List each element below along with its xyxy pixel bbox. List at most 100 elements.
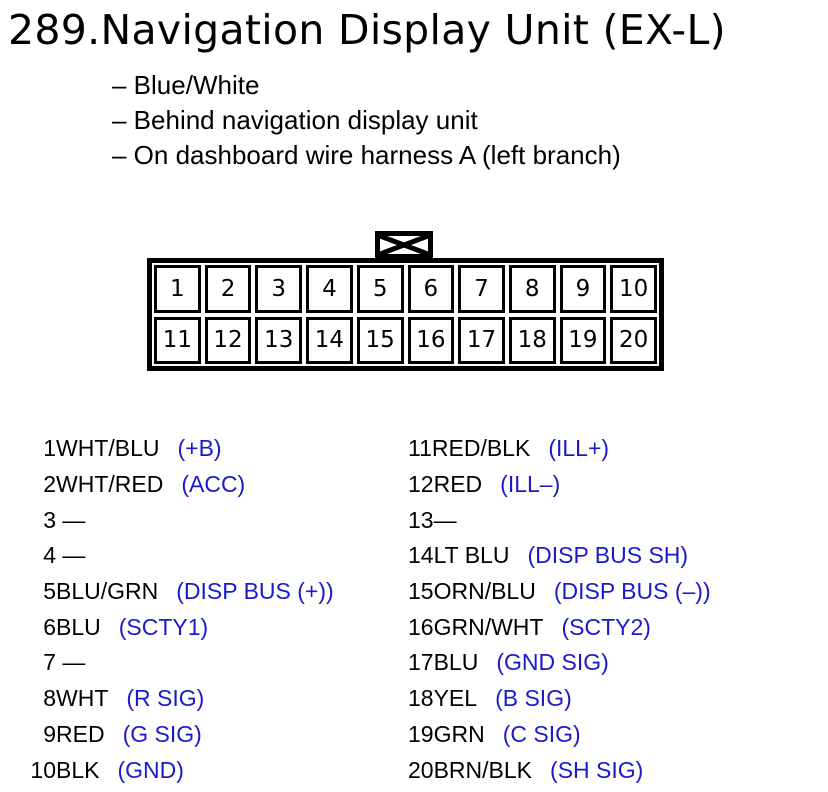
wire-color: ORN/BLU xyxy=(433,578,536,605)
connector-pin: 14 xyxy=(306,316,353,364)
connector-pin: 10 xyxy=(610,265,657,313)
signal-name: (ILL–) xyxy=(500,471,561,498)
wire-color: LT BLU xyxy=(433,542,510,569)
connector-pin: 11 xyxy=(154,316,201,364)
info-harness: – On dashboard wire harness A (left bran… xyxy=(112,140,621,170)
pin-number: 18 xyxy=(408,685,434,712)
pin-number: 17 xyxy=(408,649,434,676)
pin-number: 19 xyxy=(408,720,434,747)
pin-number: 6 xyxy=(43,613,56,640)
signal-name: (SCTY1) xyxy=(118,613,209,640)
connector-pin: 12 xyxy=(204,316,252,364)
wire-color: WHT xyxy=(56,685,109,712)
wire-color: BLU xyxy=(433,649,479,676)
connector-pin: 9 xyxy=(559,265,607,313)
connector-pin: 5 xyxy=(356,265,404,313)
pin-number: 20 xyxy=(408,756,434,783)
wire-color: RED xyxy=(433,471,483,498)
signal-name: (+B) xyxy=(177,435,222,462)
pin-number: 16 xyxy=(408,613,434,640)
pin-number: 14 xyxy=(408,542,434,569)
pinout-row: 7 — xyxy=(14,645,334,681)
info-location: – Behind navigation display unit xyxy=(112,105,478,135)
connector-pin: 8 xyxy=(508,265,556,313)
wire-color: RED xyxy=(56,720,105,747)
signal-name: (B SIG) xyxy=(495,685,572,712)
connector-pin: 18 xyxy=(508,316,556,364)
wire-color: WHT/RED xyxy=(56,471,164,498)
wire-color: — xyxy=(56,506,86,533)
pin-number: 15 xyxy=(408,578,434,605)
connector-pin: 20 xyxy=(610,316,657,364)
connector-pin: 19 xyxy=(559,316,607,364)
wire-color: BRN/BLK xyxy=(433,756,533,783)
wire-color: BLK xyxy=(56,756,100,783)
signal-name: (DISP BUS SH) xyxy=(527,542,689,569)
connector-pin: 13 xyxy=(255,316,303,364)
signal-name: (DISP BUS (+)) xyxy=(176,578,334,605)
pinout-row: 4 — xyxy=(14,538,334,574)
connector-latch-icon xyxy=(375,231,433,259)
wire-color: GRN xyxy=(433,720,485,747)
pin-number: 2 xyxy=(43,471,56,498)
pin-number: 11 xyxy=(408,435,432,462)
signal-name: (R SIG) xyxy=(126,685,205,712)
connector-pin: 6 xyxy=(407,265,455,313)
wire-color: — xyxy=(56,649,86,676)
pin-number: 8 xyxy=(43,685,56,712)
connector-pin: 7 xyxy=(458,265,505,313)
wire-color: YEL xyxy=(433,685,478,712)
wire-color: RED/BLK xyxy=(431,435,531,462)
connector-pin: 4 xyxy=(306,265,353,313)
signal-name: (GND SIG) xyxy=(496,649,609,676)
connector-pin: 15 xyxy=(356,316,404,364)
pin-number: 10 xyxy=(30,756,56,783)
signal-name: (ACC) xyxy=(181,471,246,498)
wire-color: — xyxy=(56,542,86,569)
signal-name: (DISP BUS (–)) xyxy=(553,578,711,605)
wire-color: BLU xyxy=(56,613,101,640)
pin-number: 3 xyxy=(43,506,56,533)
pin-number: 7 xyxy=(43,649,56,676)
wire-color: WHT/BLU xyxy=(56,435,160,462)
connector-pin: 3 xyxy=(255,265,303,313)
signal-name: (G SIG) xyxy=(122,720,202,747)
signal-name: (GND) xyxy=(117,756,184,783)
info-color: – Blue/White xyxy=(112,70,260,100)
wire-color: — xyxy=(433,506,457,533)
connector-info: – Blue/White – Behind navigation display… xyxy=(112,68,621,173)
connector-pin: 16 xyxy=(407,316,455,364)
wire-color: GRN/WHT xyxy=(433,613,544,640)
pinout-row: 3 — xyxy=(14,502,334,538)
signal-name: (SH SIG) xyxy=(550,756,644,783)
signal-name: (C SIG) xyxy=(502,720,581,747)
connector-pin: 2 xyxy=(204,265,252,313)
pin-number: 4 xyxy=(43,542,56,569)
connector-pin: 17 xyxy=(458,316,505,364)
pin-number: 12 xyxy=(408,471,434,498)
pinout-row: 13— xyxy=(408,502,711,538)
page-title: 289.Navigation Display Unit (EX-L) xyxy=(8,6,726,54)
pin-number: 13 xyxy=(408,506,434,533)
pin-number: 9 xyxy=(43,720,56,747)
signal-name: (SCTY2) xyxy=(561,613,651,640)
